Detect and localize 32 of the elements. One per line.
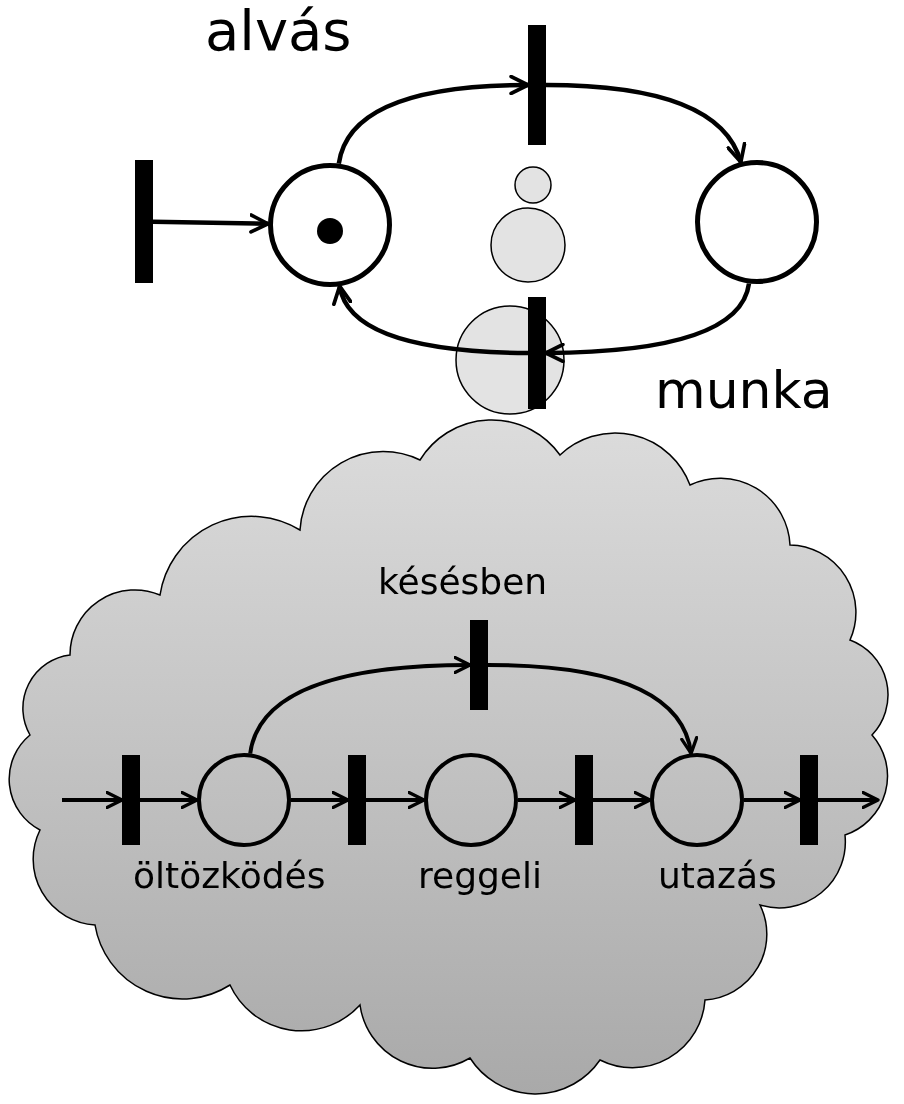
transition-bar: [348, 755, 366, 845]
place-circle: [650, 753, 744, 847]
transition-bar: [122, 755, 140, 845]
arrow: [62, 790, 124, 810]
arrow: [334, 284, 529, 356]
place-label: utazás: [658, 856, 777, 896]
arrow: [248, 656, 472, 754]
transition-bar: [528, 25, 546, 145]
place-circle: [197, 753, 291, 847]
arrow: [818, 790, 880, 810]
arrow: [291, 790, 350, 810]
arrow: [518, 790, 577, 810]
arrow: [544, 282, 752, 363]
arrow: [593, 790, 652, 810]
arrow: [545, 82, 745, 164]
arrow: [140, 790, 199, 810]
transition-bar: [470, 620, 488, 710]
arrow: [336, 75, 530, 165]
transition-bar: [528, 297, 546, 409]
place-label: késésben: [378, 562, 548, 602]
place-label: alvás: [205, 0, 352, 62]
place-label: munka: [655, 362, 833, 420]
transition-bar: [135, 160, 153, 283]
arrow: [366, 790, 426, 810]
place-label: öltözködés: [133, 856, 326, 896]
arrow: [487, 663, 697, 756]
arrow: [744, 790, 802, 810]
arrow: [152, 213, 270, 234]
transition-bar: [800, 755, 818, 845]
place-circle: [424, 753, 518, 847]
transition-bar: [575, 755, 593, 845]
place-label: reggeli: [418, 856, 542, 896]
